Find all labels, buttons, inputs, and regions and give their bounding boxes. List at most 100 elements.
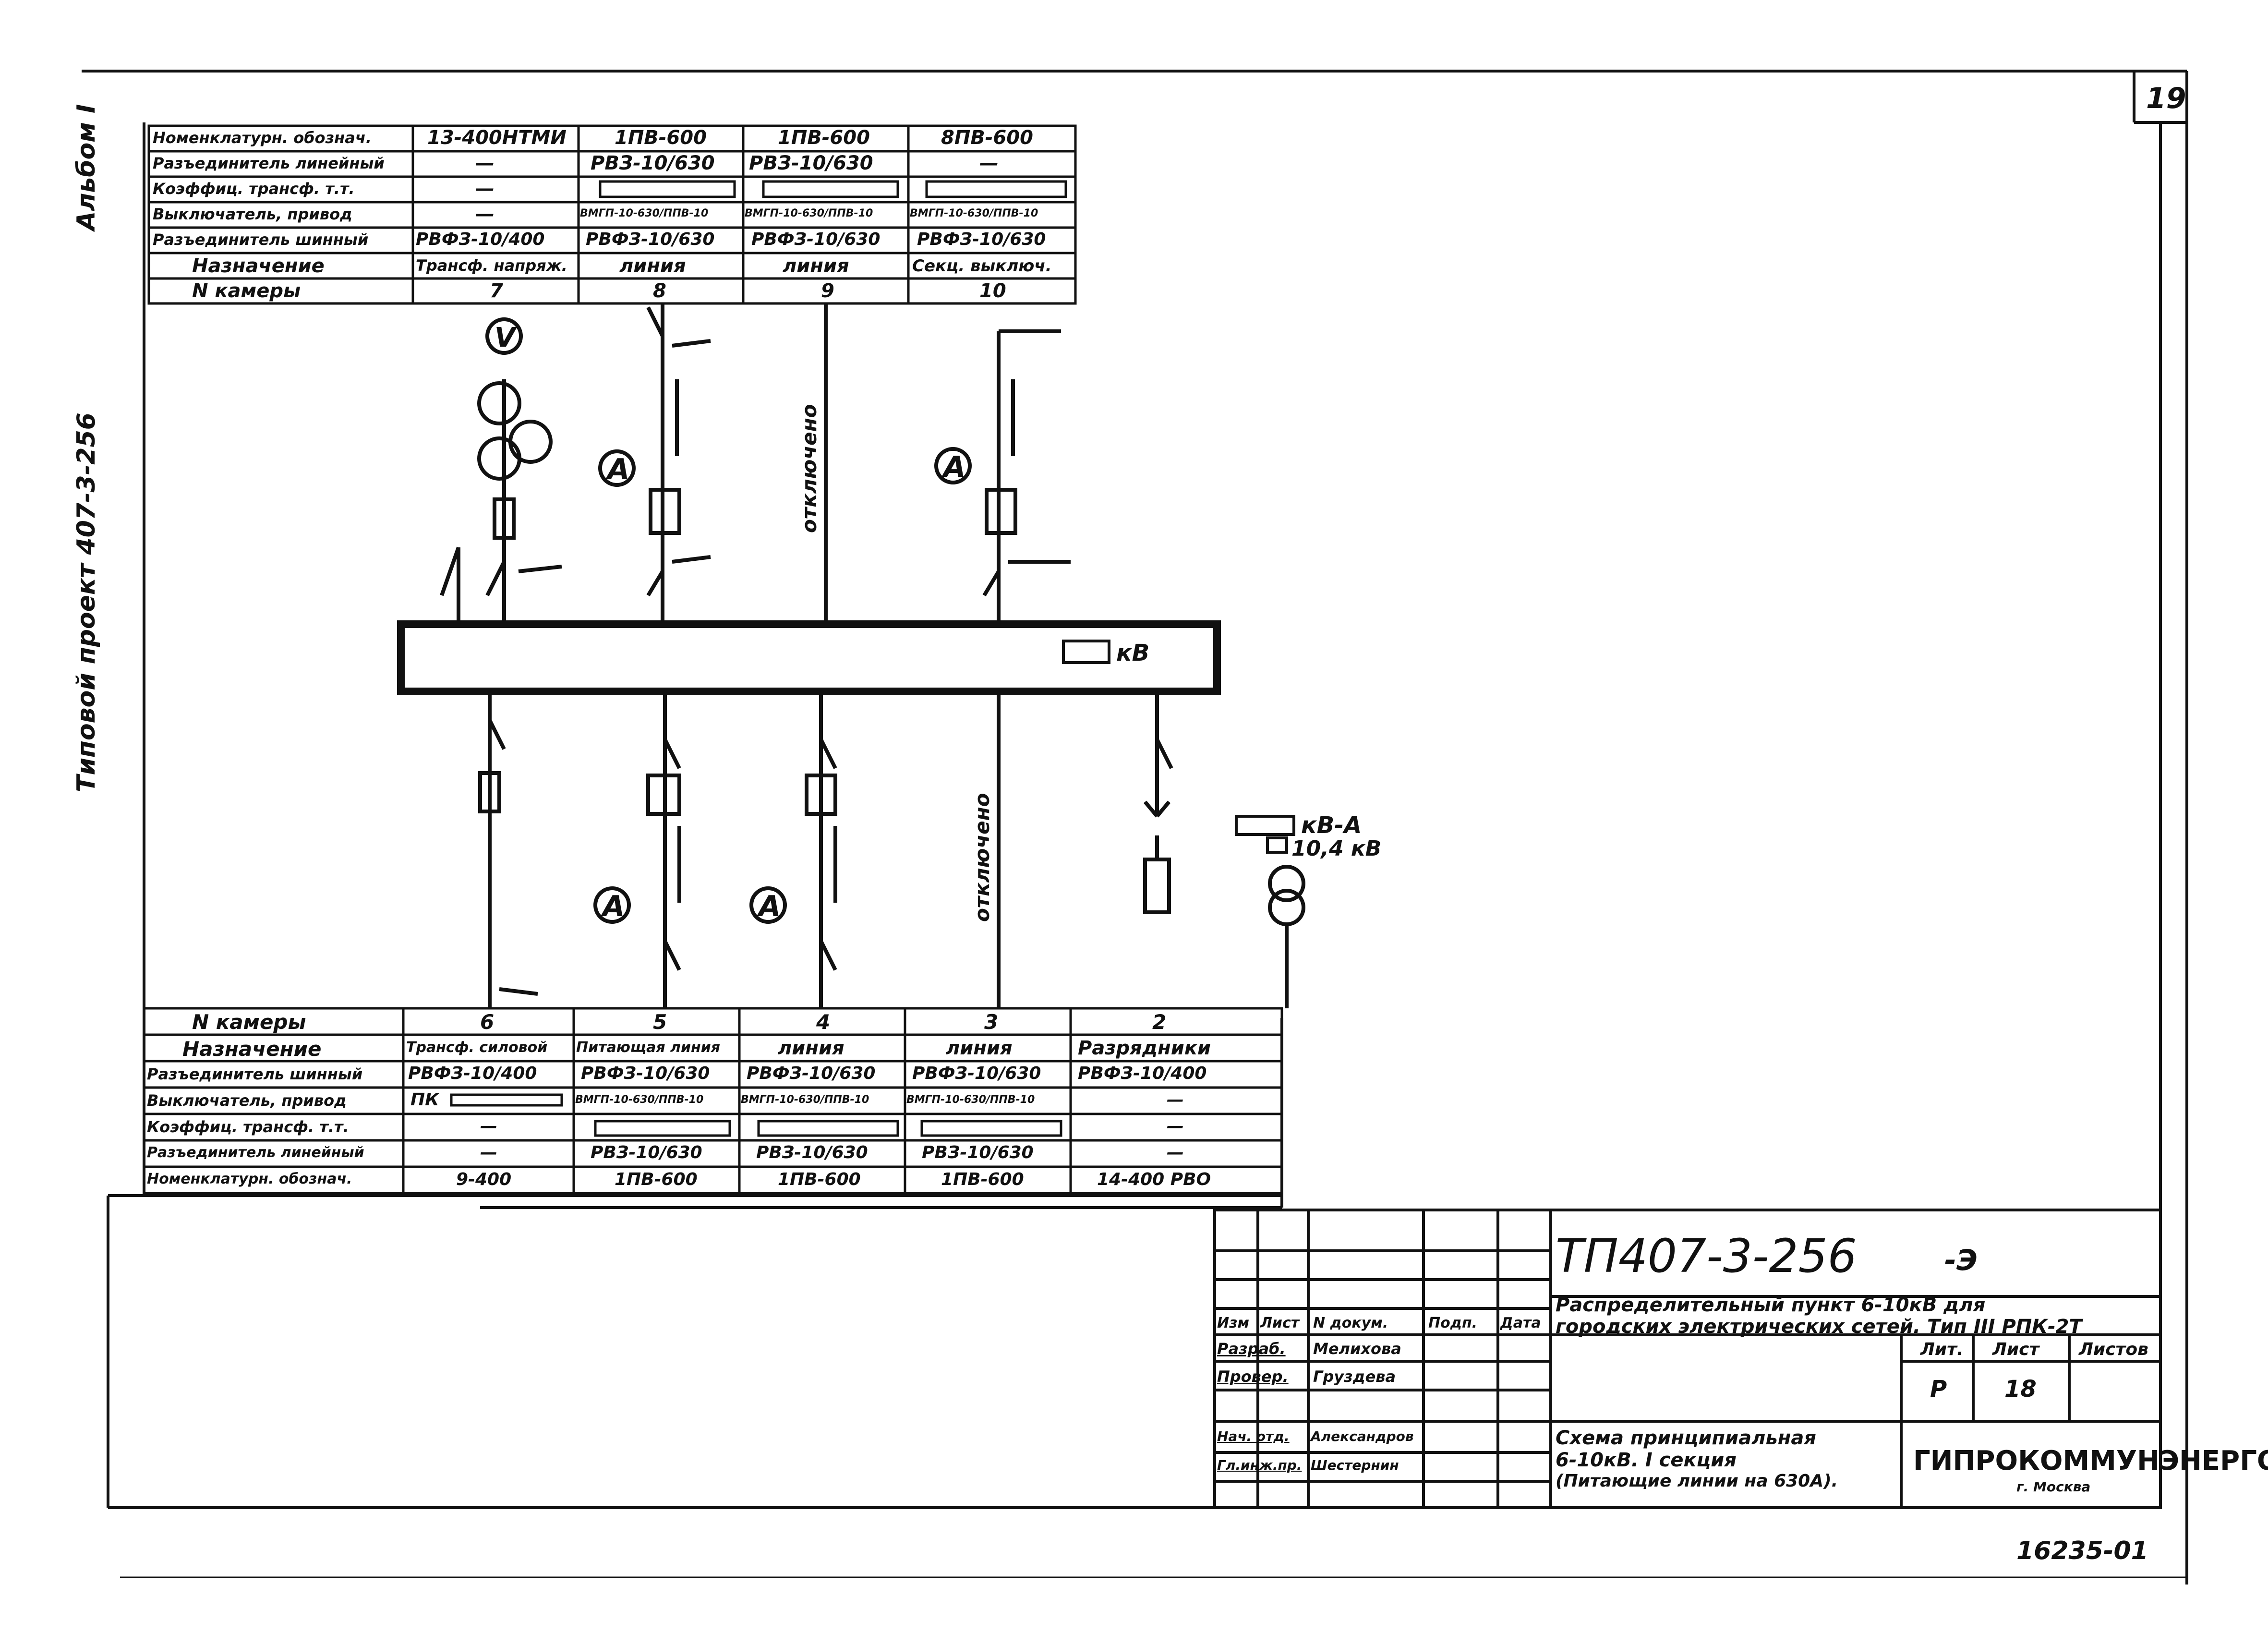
album-label: Альбом I — [72, 104, 101, 230]
table-cell: Разрядники — [1078, 1037, 1211, 1059]
table-cell: 9 — [821, 280, 834, 302]
revision-header: N докум. — [1313, 1315, 1388, 1331]
voltmeter-symbol: V — [495, 322, 518, 353]
table-cell: 1ПВ-600 — [778, 127, 870, 149]
row-label: Выключатель, привод — [153, 205, 352, 223]
table-cell: Трансф. силовой — [406, 1039, 548, 1056]
row-label: Номенклатурн. обознач. — [153, 129, 372, 147]
table-cell: Секц. выключ. — [912, 256, 1052, 276]
signature-name: Мелихова — [1313, 1340, 1401, 1358]
reserve-label: отключено — [797, 404, 821, 533]
table-cell: РВФЗ-10/630 — [917, 230, 1046, 249]
description-line1: Распределительный пункт 6-10кВ для — [1556, 1294, 1986, 1316]
signature-role: Нач. отд. — [1217, 1428, 1290, 1444]
table-cell: 10 — [979, 280, 1006, 302]
table-cell: — — [475, 203, 495, 225]
row-label: N камеры — [192, 1010, 306, 1034]
table-cell: — — [979, 152, 999, 174]
table-cell: — — [475, 152, 495, 174]
table-cell: РВФЗ-10/630 — [586, 230, 715, 249]
table-cell: 4 — [816, 1010, 831, 1034]
table-cell: — — [480, 1143, 497, 1162]
table-cell: ВМГП-10-630/ППВ-10 — [575, 1094, 704, 1106]
sheet-header: Лист — [1992, 1340, 2039, 1359]
table-cell: 14-400 РВО — [1097, 1170, 1211, 1189]
table-cell: — — [1167, 1143, 1184, 1162]
transformer-voltage-label: 10,4 кВ — [1291, 836, 1381, 861]
doc-suffix: -Э — [1944, 1244, 1978, 1277]
drawing-title-line: Схема принципиальная — [1556, 1427, 1817, 1449]
table-cell: РВЗ-10/630 — [922, 1143, 1034, 1162]
table-cell: линия — [619, 255, 686, 277]
table-cell: РВФЗ-10/630 — [747, 1064, 876, 1083]
ammeter-symbol: A — [605, 453, 629, 486]
signature-role: Гл.инж.пр. — [1217, 1457, 1302, 1473]
table-cell: линия — [783, 255, 849, 277]
row-label: Коэффиц. трансф. т.т. — [153, 180, 355, 198]
signature-role: Разраб. — [1217, 1340, 1286, 1358]
table-cell: РВФЗ-10/400 — [1078, 1064, 1207, 1083]
table-cell: ВМГП-10-630/ППВ-10 — [580, 207, 709, 219]
table-cell: 2 — [1152, 1010, 1167, 1034]
sheet-header: Листов — [2079, 1340, 2148, 1359]
description-line2: городских электрических сетей. Тип III Р… — [1556, 1316, 2082, 1338]
table-cell: 1ПВ-600 — [941, 1170, 1024, 1189]
table-cell: ВМГП-10-630/ППВ-10 — [910, 207, 1038, 219]
row-label: Коэффиц. трансф. т.т. — [147, 1118, 349, 1136]
signature-role: Провер. — [1217, 1367, 1289, 1386]
table-cell: 6 — [480, 1010, 495, 1034]
signature-name: Груздева — [1313, 1367, 1396, 1386]
revision-header: Лист — [1260, 1315, 1300, 1331]
table-cell: РВФЗ-10/630 — [581, 1064, 710, 1083]
row-label: Номенклатурн. обознач. — [147, 1171, 352, 1187]
row-label: N камеры — [192, 280, 301, 302]
table-cell: — — [480, 1116, 497, 1136]
table-cell: ПК — [410, 1090, 439, 1110]
table-cell: Питающая линия — [576, 1039, 721, 1056]
table-cell: РВФЗ-10/630 — [912, 1064, 1041, 1083]
table-cell: 13-400НТМИ — [427, 127, 567, 149]
table-cell: — — [1167, 1090, 1184, 1110]
table-cell: ВМГП-10-630/ППВ-10 — [741, 1094, 869, 1106]
revision-header: Изм — [1217, 1315, 1250, 1331]
table-cell: 1ПВ-600 — [778, 1170, 861, 1189]
organization-city: г. Москва — [2016, 1479, 2091, 1495]
row-label: Разъединитель линейный — [153, 154, 385, 172]
row-label: Выключатель, привод — [147, 1091, 347, 1110]
revision-header: Подп. — [1428, 1315, 1478, 1331]
sheet-value: Р — [1930, 1376, 1947, 1403]
table-cell: РВЗ-10/630 — [591, 152, 715, 174]
table-cell: 8 — [653, 280, 666, 302]
drawing-title-line: (Питающие линии на 630А). — [1556, 1471, 1838, 1491]
table-cell: 8ПВ-600 — [941, 127, 1033, 149]
ammeter-symbol: A — [941, 450, 965, 484]
table-cell: РВЗ-10/630 — [749, 152, 873, 174]
page-number: 19 — [2146, 82, 2186, 115]
ammeter-symbol: A — [601, 890, 625, 923]
table-cell: РВФЗ-10/630 — [751, 230, 881, 249]
row-label: Разъединитель шинный — [147, 1065, 363, 1083]
footer-code: 16235-01 — [2016, 1536, 2148, 1565]
table-cell: ВМГП-10-630/ППВ-10 — [745, 207, 873, 219]
row-label: Назначение — [192, 255, 325, 277]
table-cell: 1ПВ-600 — [615, 1170, 698, 1189]
signature-name: Александров — [1311, 1428, 1414, 1444]
doc-code: ТП407-3-256 — [1556, 1229, 1857, 1283]
table-cell: линия — [946, 1037, 1013, 1059]
table-cell: РВЗ-10/630 — [591, 1143, 702, 1162]
revision-header: Дата — [1500, 1315, 1541, 1331]
table-cell: ВМГП-10-630/ППВ-10 — [906, 1094, 1035, 1106]
table-cell: 1ПВ-600 — [615, 127, 707, 149]
sheet-header: Лит. — [1920, 1340, 1964, 1359]
table-cell: 3 — [984, 1010, 999, 1034]
table-cell: РВЗ-10/630 — [756, 1143, 868, 1162]
drawing-title-line: 6-10кВ. I секция — [1556, 1449, 1737, 1471]
organization-name: ГИПРОКОММУНЭНЕРГО — [1913, 1445, 2268, 1476]
table-cell: 9-400 — [456, 1170, 512, 1189]
row-label: Разъединитель линейный — [147, 1144, 364, 1161]
table-cell: РВФЗ-10/400 — [416, 230, 545, 249]
ammeter-symbol: A — [757, 890, 781, 923]
table-cell: 7 — [490, 280, 503, 302]
table-cell: линия — [778, 1037, 844, 1059]
